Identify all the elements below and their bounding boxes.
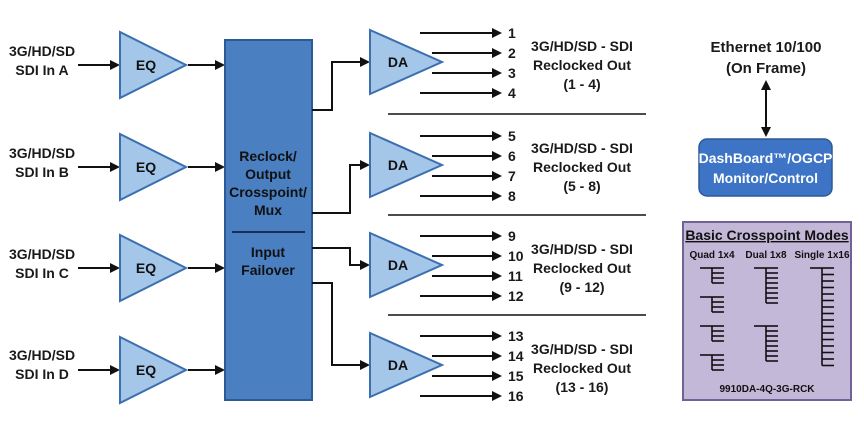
svg-text:12: 12 bbox=[508, 288, 524, 304]
output-group-3-label: 3G/HD/SD - SDI Reclocked Out (9 - 12) bbox=[531, 241, 633, 295]
svg-text:DA: DA bbox=[388, 54, 408, 70]
svg-text:Dual 1x8: Dual 1x8 bbox=[745, 250, 787, 261]
mode-glyphs bbox=[700, 267, 834, 371]
svg-text:Reclocked Out: Reclocked Out bbox=[533, 57, 631, 73]
svg-text:14: 14 bbox=[508, 348, 524, 364]
svg-text:3G/HD/SD: 3G/HD/SD bbox=[9, 43, 75, 59]
svg-text:(1 - 4): (1 - 4) bbox=[563, 76, 600, 92]
svg-text:(On Frame): (On Frame) bbox=[726, 60, 806, 77]
svg-text:Mux: Mux bbox=[254, 202, 282, 218]
eq-block-b: EQ bbox=[119, 132, 189, 202]
dual-mode-glyph-2 bbox=[754, 325, 778, 362]
single-mode-glyph bbox=[810, 267, 834, 367]
svg-text:3G/HD/SD: 3G/HD/SD bbox=[9, 145, 75, 161]
mux-to-da-4 bbox=[312, 282, 370, 370]
svg-text:9: 9 bbox=[508, 228, 516, 244]
da-block-2: DA bbox=[369, 131, 445, 199]
svg-text:3G/HD/SD: 3G/HD/SD bbox=[9, 246, 75, 262]
output-group-1-label: 3G/HD/SD - SDI Reclocked Out (1 - 4) bbox=[531, 38, 633, 92]
da-block-3: DA bbox=[369, 231, 445, 299]
svg-text:11: 11 bbox=[508, 268, 523, 284]
eq-block-c: EQ bbox=[119, 233, 189, 303]
svg-text:5: 5 bbox=[508, 128, 516, 144]
svg-text:16: 16 bbox=[508, 388, 524, 404]
svg-text:Failover: Failover bbox=[241, 262, 295, 278]
svg-text:10: 10 bbox=[508, 248, 524, 264]
svg-text:Reclocked Out: Reclocked Out bbox=[533, 360, 631, 376]
svg-text:3G/HD/SD - SDI: 3G/HD/SD - SDI bbox=[531, 241, 633, 257]
svg-text:DA: DA bbox=[388, 357, 408, 373]
mux-to-da-2 bbox=[312, 160, 370, 214]
svg-text:Reclocked Out: Reclocked Out bbox=[533, 260, 631, 276]
output-group-4-label: 3G/HD/SD - SDI Reclocked Out (13 - 16) bbox=[531, 341, 633, 395]
svg-text:SDI In B: SDI In B bbox=[15, 164, 69, 180]
da-3-outputs bbox=[420, 231, 502, 301]
svg-text:EQ: EQ bbox=[136, 362, 156, 378]
input-d-label: 3G/HD/SD SDI In D bbox=[9, 347, 75, 382]
svg-text:Output: Output bbox=[245, 166, 291, 182]
svg-text:Single 1x16: Single 1x16 bbox=[794, 250, 849, 261]
svg-text:EQ: EQ bbox=[136, 57, 156, 73]
output-port-numbers: 1 2 3 4 5 6 7 8 9 10 11 12 13 14 15 16 bbox=[508, 25, 524, 404]
svg-text:Input: Input bbox=[251, 244, 286, 260]
output-group-2-label: 3G/HD/SD - SDI Reclocked Out (5 - 8) bbox=[531, 140, 633, 194]
svg-text:Quad 1x4: Quad 1x4 bbox=[689, 250, 734, 261]
svg-text:3G/HD/SD - SDI: 3G/HD/SD - SDI bbox=[531, 38, 633, 54]
mux-to-da-1 bbox=[312, 57, 370, 111]
svg-text:SDI In A: SDI In A bbox=[15, 62, 68, 78]
svg-text:Reclocked Out: Reclocked Out bbox=[533, 159, 631, 175]
input-a-label: 3G/HD/SD SDI In A bbox=[9, 43, 75, 78]
svg-text:EQ: EQ bbox=[136, 159, 156, 175]
svg-text:Monitor/Control: Monitor/Control bbox=[713, 170, 818, 186]
da-block-1: DA bbox=[369, 28, 445, 96]
crosspoint-block: Reclock/ Output Crosspoint/ Mux Input Fa… bbox=[224, 39, 313, 401]
svg-text:SDI In D: SDI In D bbox=[15, 366, 69, 382]
svg-text:2: 2 bbox=[508, 45, 516, 61]
svg-text:Crosspoint/: Crosspoint/ bbox=[229, 184, 307, 200]
da-block-4: DA bbox=[369, 331, 445, 399]
svg-text:8: 8 bbox=[508, 188, 516, 204]
svg-text:3: 3 bbox=[508, 65, 516, 81]
da-1-outputs bbox=[420, 28, 502, 98]
svg-text:13: 13 bbox=[508, 328, 524, 344]
eq-block-a: EQ bbox=[119, 30, 189, 100]
quad-mode-glyph-1 bbox=[700, 267, 724, 284]
svg-text:9910DA-4Q-3G-RCK: 9910DA-4Q-3G-RCK bbox=[719, 384, 815, 395]
svg-text:15: 15 bbox=[508, 368, 524, 384]
svg-text:7: 7 bbox=[508, 168, 516, 184]
da-2-outputs bbox=[420, 131, 502, 201]
svg-text:4: 4 bbox=[508, 85, 516, 101]
quad-mode-glyph-3 bbox=[700, 325, 724, 342]
svg-text:(9 - 12): (9 - 12) bbox=[559, 279, 604, 295]
svg-text:DA: DA bbox=[388, 257, 408, 273]
crosspoint-modes-panel: Basic Crosspoint Modes Quad 1x4 Dual 1x8… bbox=[682, 221, 852, 401]
quad-mode-glyph-4 bbox=[700, 354, 724, 371]
svg-text:DA: DA bbox=[388, 157, 408, 173]
svg-text:1: 1 bbox=[508, 25, 516, 41]
ethernet-label: Ethernet 10/100 (On Frame) bbox=[711, 39, 822, 77]
control-box: DashBoard™/OGCP Monitor/Control bbox=[698, 138, 833, 197]
svg-text:EQ: EQ bbox=[136, 260, 156, 276]
mux-to-da-3 bbox=[312, 247, 370, 270]
svg-text:(13 - 16): (13 - 16) bbox=[556, 379, 609, 395]
input-b-label: 3G/HD/SD SDI In B bbox=[9, 145, 75, 180]
svg-text:DashBoard™/OGCP: DashBoard™/OGCP bbox=[699, 150, 833, 166]
input-c-label: 3G/HD/SD SDI In C bbox=[9, 246, 75, 281]
eq-block-d: EQ bbox=[119, 335, 189, 405]
svg-text:Basic Crosspoint Modes: Basic Crosspoint Modes bbox=[685, 227, 849, 243]
quad-mode-glyph-2 bbox=[700, 296, 724, 313]
svg-text:Ethernet 10/100: Ethernet 10/100 bbox=[711, 39, 822, 56]
da-4-outputs bbox=[420, 331, 502, 401]
svg-text:3G/HD/SD - SDI: 3G/HD/SD - SDI bbox=[531, 341, 633, 357]
svg-text:(5 - 8): (5 - 8) bbox=[563, 178, 600, 194]
svg-text:Reclock/: Reclock/ bbox=[239, 148, 297, 164]
svg-text:SDI In C: SDI In C bbox=[15, 265, 69, 281]
dual-mode-glyph-1 bbox=[754, 267, 778, 304]
svg-text:3G/HD/SD: 3G/HD/SD bbox=[9, 347, 75, 363]
svg-text:6: 6 bbox=[508, 148, 516, 164]
svg-text:3G/HD/SD - SDI: 3G/HD/SD - SDI bbox=[531, 140, 633, 156]
